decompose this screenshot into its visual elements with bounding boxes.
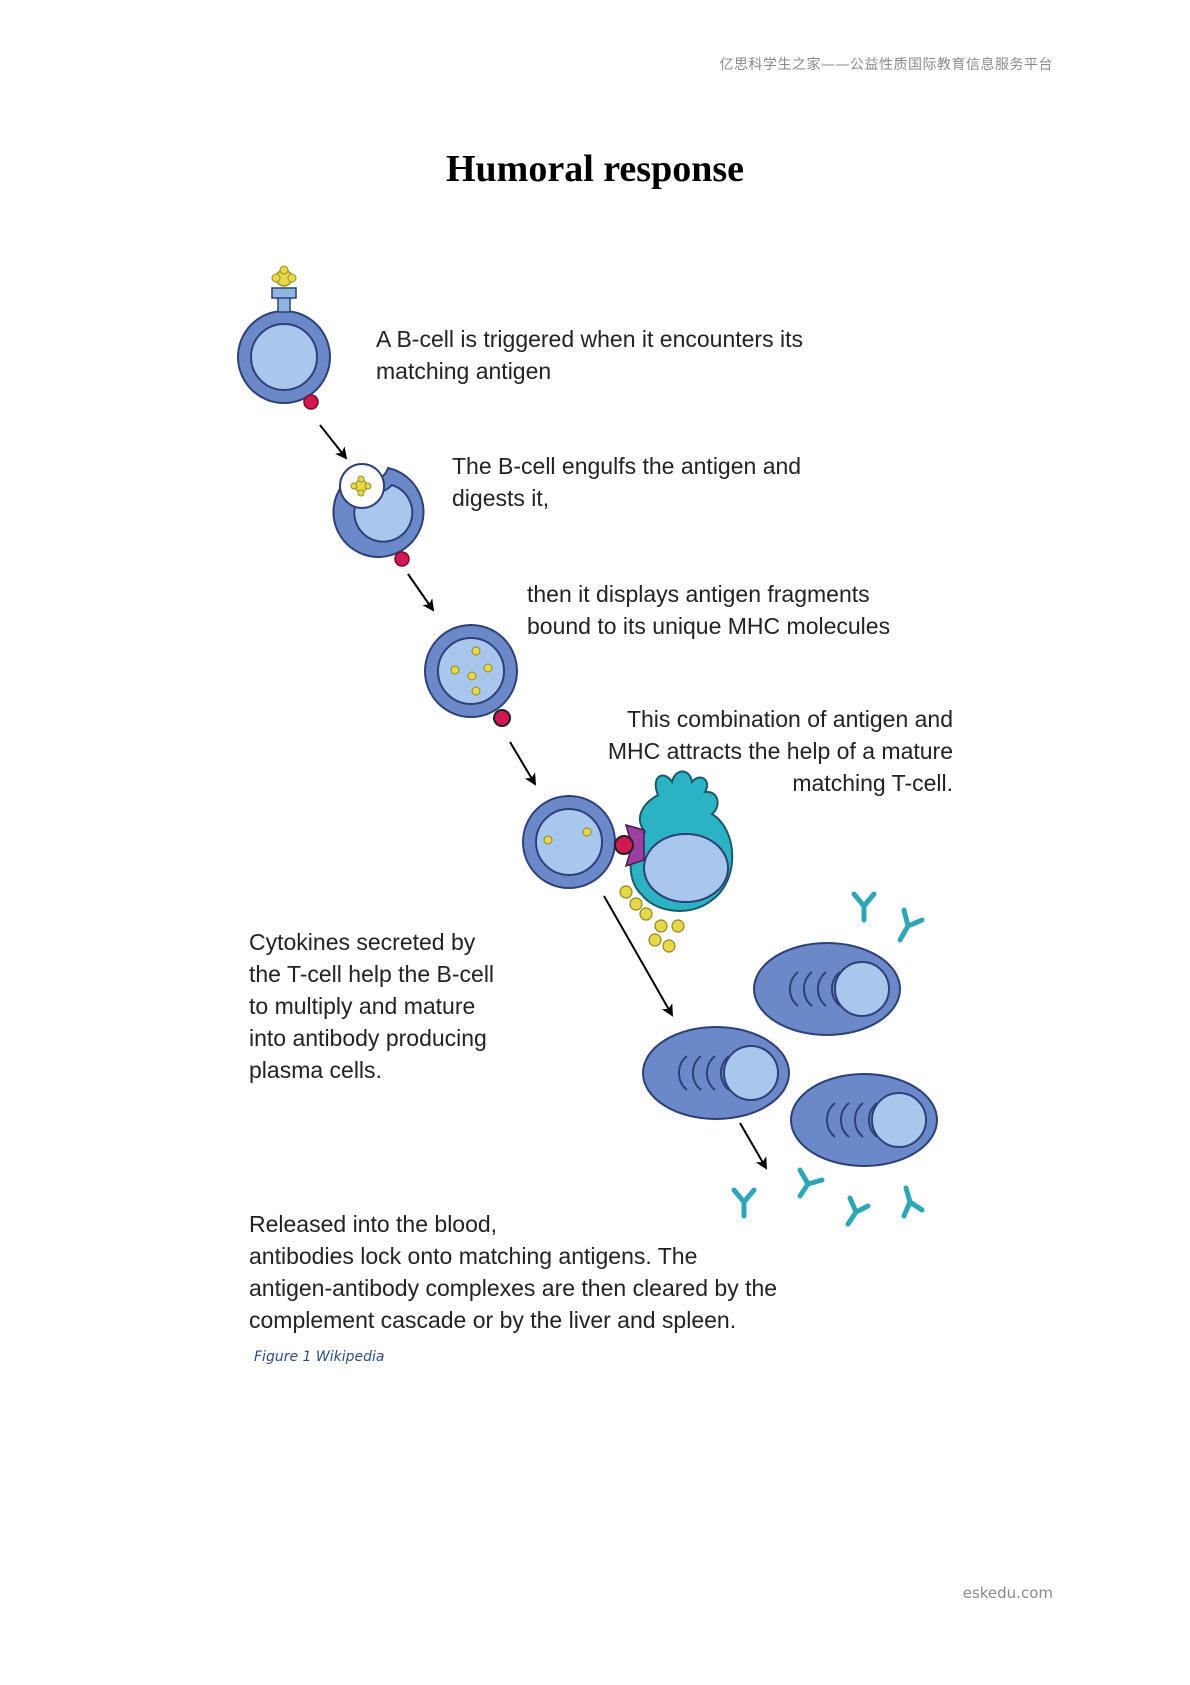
arrow: [509, 741, 537, 786]
arrow: [319, 424, 348, 460]
bcell-triggered: [237, 265, 331, 410]
step-1-text: A B-cell is triggered when it encounters…: [376, 326, 803, 384]
bcell-engulfing: [332, 463, 425, 567]
plasma-cell: [790, 1073, 938, 1167]
mhc-molecule: [394, 551, 410, 567]
cytokines: [619, 885, 685, 953]
site-header: 亿思科学生之家——公益性质国际教育信息服务平台: [719, 57, 1053, 73]
arrow: [603, 895, 673, 1017]
step-5-text: Cytokines secreted by the T-cell help th…: [249, 929, 495, 1083]
bcell-tcell-interaction: [522, 770, 734, 953]
plasma-cell: [753, 942, 901, 1036]
mhc-molecule: [493, 709, 511, 727]
antigen-icon: [350, 475, 372, 497]
mhc-molecule: [303, 394, 319, 410]
page-title: Humoral response: [445, 148, 745, 190]
mhc-molecule: [614, 835, 634, 855]
antigen-icon: [271, 265, 297, 287]
step-2-text: The B-cell engulfs the antigen and diges…: [452, 453, 802, 511]
bcell-displaying: [424, 624, 518, 727]
arrow: [739, 1122, 768, 1170]
plasma-cell: [642, 1026, 790, 1120]
step-3-text: then it displays antigen fragments bound…: [527, 581, 891, 639]
step-4-text: This combination of antigen and MHC attr…: [607, 706, 953, 796]
arrow: [407, 573, 435, 612]
site-footer: eskedu.com: [962, 1584, 1053, 1602]
antibody-icon: [731, 891, 925, 1227]
step-6-text: Released into the blood, antibodies lock…: [249, 1211, 778, 1333]
figure-caption: Figure 1 Wikipedia: [254, 1349, 385, 1365]
